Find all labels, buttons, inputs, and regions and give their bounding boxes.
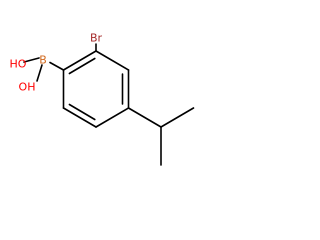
ring-bond-top-left: [62, 50, 97, 71]
bond-boron-to-bottom-oxygen: [36, 64, 43, 82]
atom-bromine-label: Br: [90, 32, 103, 45]
molecule-structure: Br B HO OH: [10, 32, 195, 166]
ring-bond-bottom-right: [95, 107, 130, 128]
ring-bond-top-left-inner: [68, 57, 96, 75]
bond-isopropyl-methyl-top: [160, 107, 195, 128]
atom-boron-label: B: [39, 54, 47, 67]
ring-bond-bottom-left: [62, 107, 97, 128]
bond-ring-to-boron: [49, 61, 65, 71]
ring-bond-bottom-left-inner: [68, 103, 96, 121]
ring-bond-top-right: [95, 50, 130, 71]
atom-hydroxyl-bottom-label: OH: [19, 81, 36, 94]
atom-hydroxyl-top-label: HO: [10, 58, 27, 71]
bond-boron-to-top-oxygen: [23, 57, 40, 63]
bond-ring-to-isopropyl: [127, 107, 162, 128]
